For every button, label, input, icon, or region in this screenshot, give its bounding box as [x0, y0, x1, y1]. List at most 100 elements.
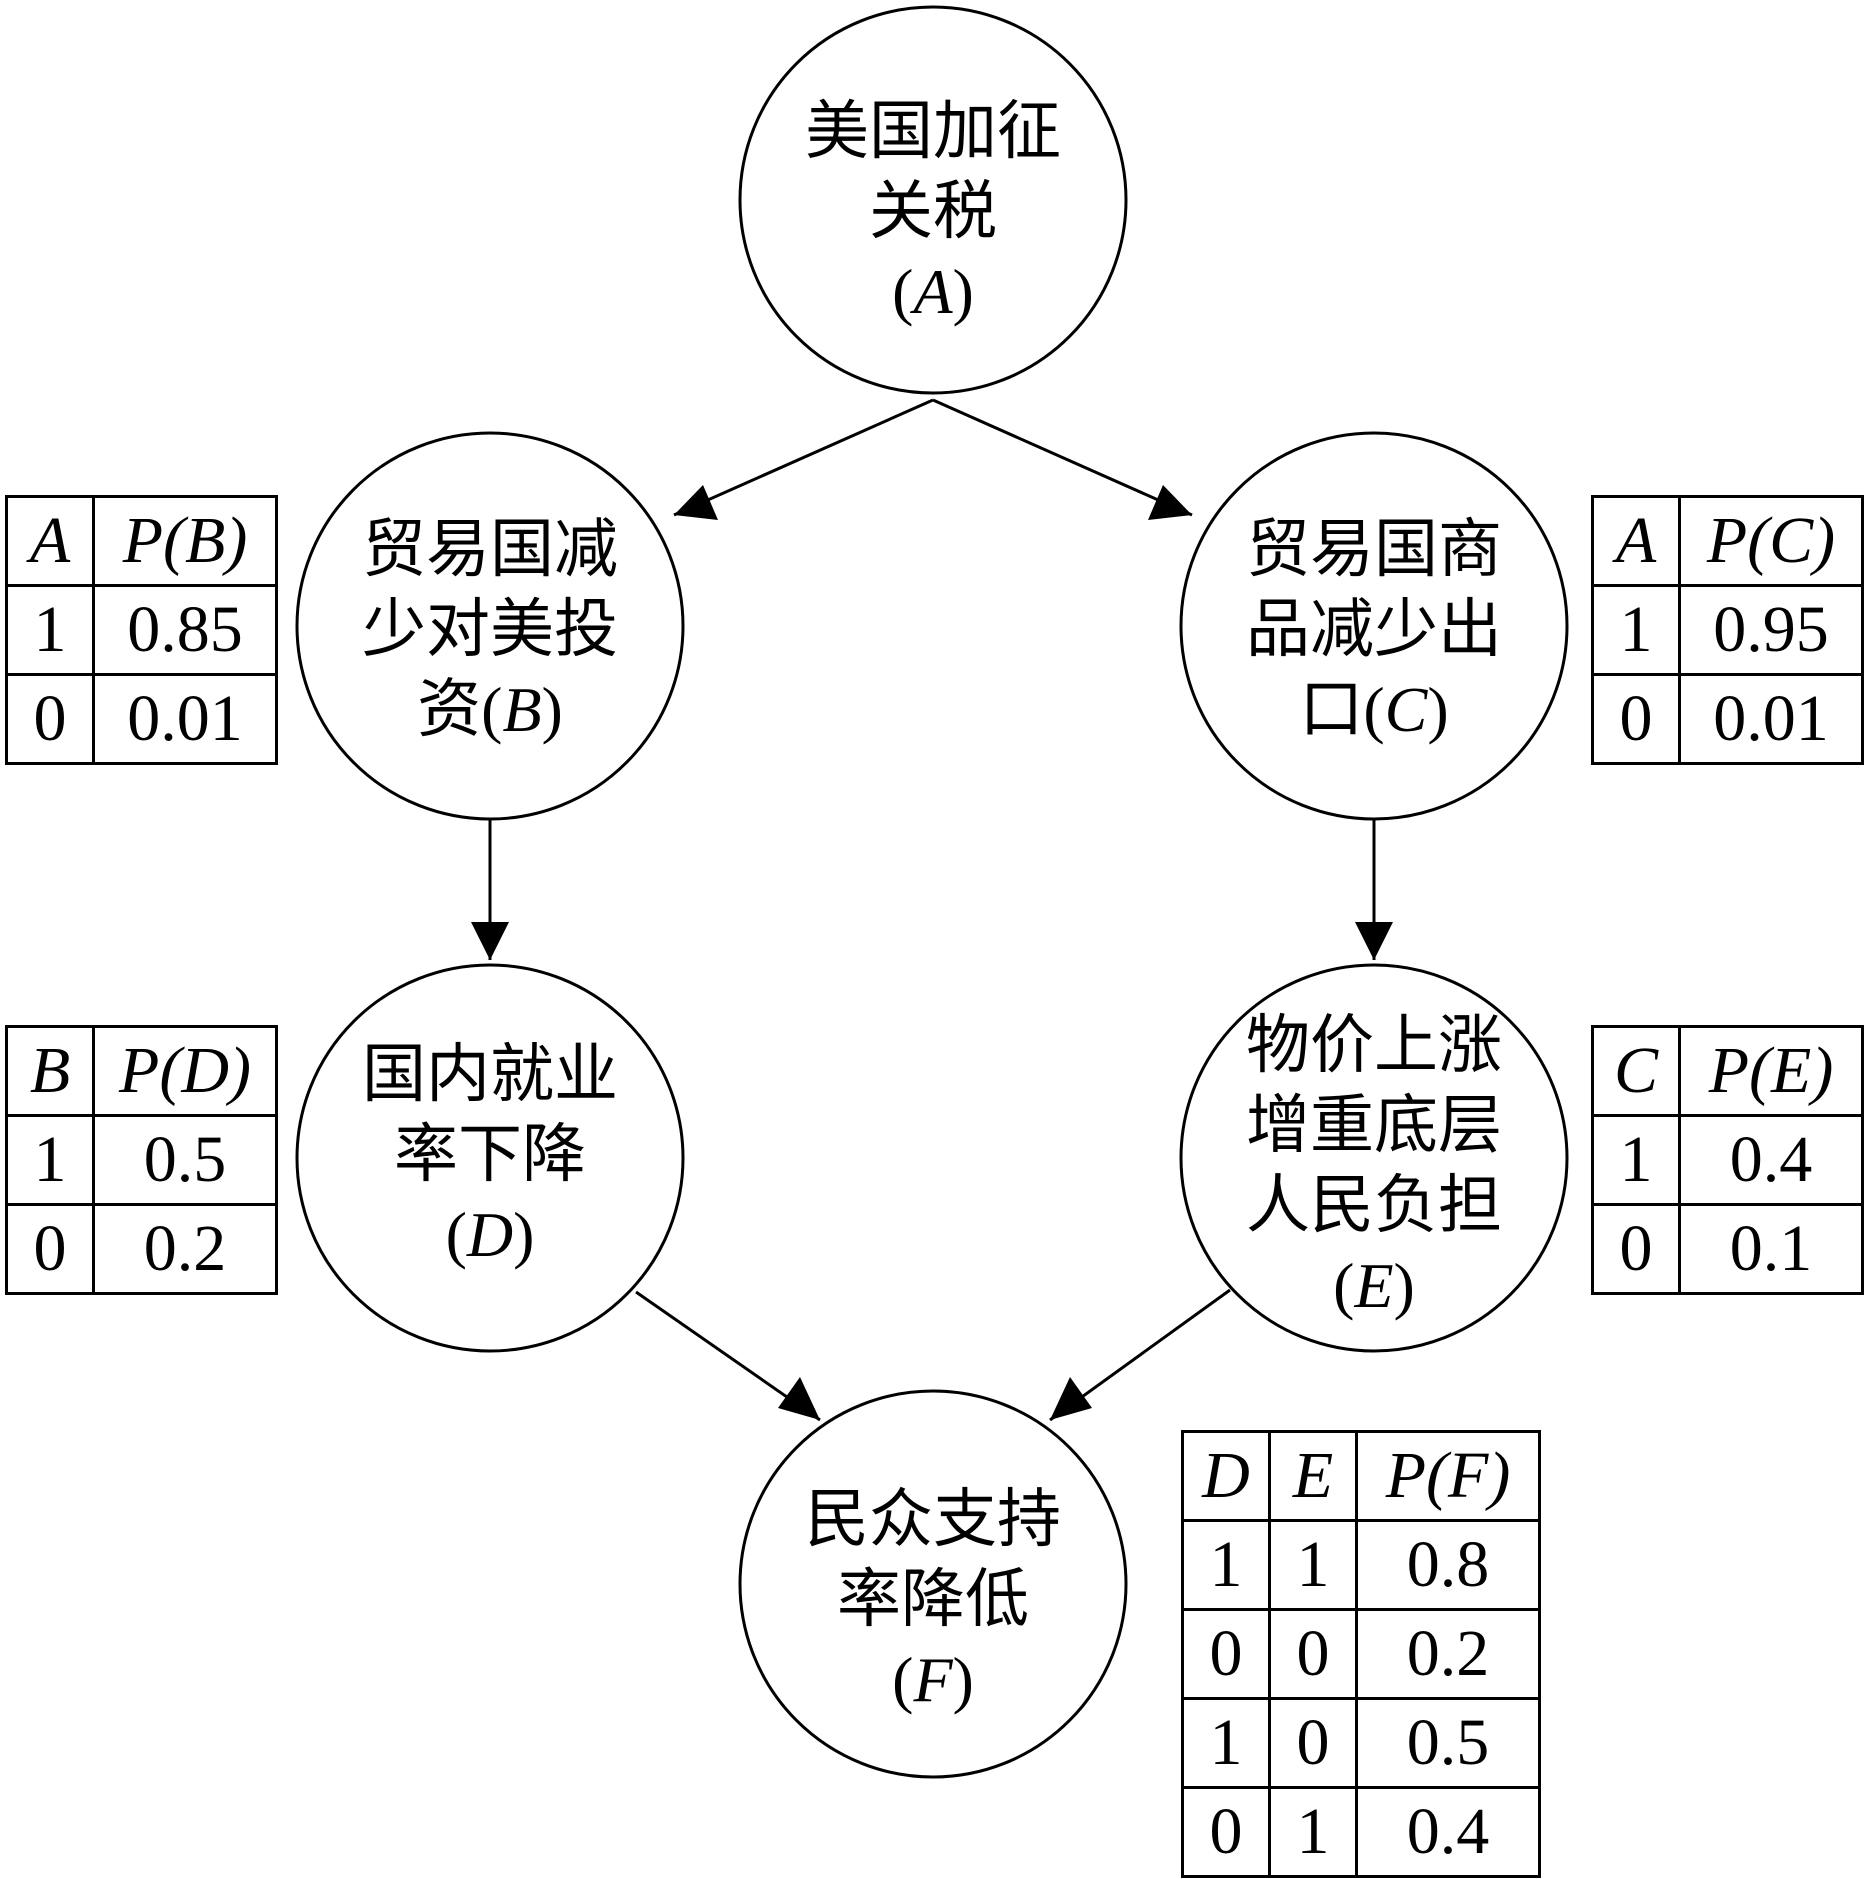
cpt-header-cell: D: [1181, 1430, 1271, 1522]
node-b-line2: 少对美投: [362, 593, 618, 667]
cpt-header-cell: P(F): [1355, 1430, 1541, 1522]
node-f-var: (F): [892, 1644, 974, 1715]
cpt-header-cell: P(C): [1678, 495, 1864, 587]
cpt-cell: 0.2: [1355, 1608, 1541, 1700]
cpt-cell: 0.5: [92, 1114, 278, 1206]
node-f-line2: 率降低: [837, 1563, 1029, 1637]
node-b-circle: [295, 431, 685, 821]
node-c-label: 贸易国商 品减少出 口(C): [1246, 510, 1502, 750]
cpt-header-row: A P(B): [5, 495, 278, 587]
cpt-cell: 0.5: [1355, 1697, 1541, 1789]
cpt-row: 0 0.1: [1591, 1203, 1864, 1295]
arrowhead-d-f: [778, 1377, 820, 1420]
node-b-line1: 贸易国减: [362, 513, 618, 587]
node-a-line2: 关税: [869, 175, 997, 249]
cpt-header-cell: C: [1591, 1025, 1681, 1117]
cpt-row: 0 0.01: [5, 673, 278, 765]
node-d-circle: [295, 963, 685, 1353]
cpt-row: 1 1 0.8: [1181, 1519, 1541, 1611]
arrowhead-c-e: [1355, 922, 1393, 960]
cpt-row: 0 0.2: [5, 1203, 278, 1295]
cpt-cell: 0: [5, 673, 95, 765]
cpt-header-row: D E P(F): [1181, 1430, 1541, 1522]
node-c-line2: 品减少出: [1246, 593, 1502, 667]
cpt-table-f: D E P(F) 1 1 0.8 0 0 0.2 1 0 0.5 0 1 0.4: [1181, 1430, 1541, 1878]
node-f-circle: [738, 1389, 1128, 1779]
arrowhead-b-d: [471, 922, 509, 960]
cpt-cell: 0: [1268, 1608, 1358, 1700]
node-e-line1: 物价上涨: [1246, 1009, 1502, 1083]
node-a-line1: 美国加征: [805, 95, 1061, 169]
cpt-cell: 0: [1591, 1203, 1681, 1295]
cpt-table-e: C P(E) 1 0.4 0 0.1: [1591, 1025, 1864, 1295]
cpt-cell: 1: [1591, 584, 1681, 676]
cpt-header-row: C P(E): [1591, 1025, 1864, 1117]
cpt-cell: 0.4: [1678, 1114, 1864, 1206]
node-f-line1: 民众支持: [805, 1483, 1061, 1557]
node-c-line1: 贸易国商: [1246, 513, 1502, 587]
cpt-cell: 0.8: [1355, 1519, 1541, 1611]
cpt-cell: 1: [1181, 1697, 1271, 1789]
node-d-line1: 国内就业: [362, 1038, 618, 1112]
cpt-row: 1 0.4: [1591, 1114, 1864, 1206]
cpt-cell: 0.1: [1678, 1203, 1864, 1295]
node-b-label: 贸易国减 少对美投 资(B): [362, 510, 618, 750]
cpt-row: 0 0.01: [1591, 673, 1864, 765]
cpt-cell: 1: [1268, 1786, 1358, 1878]
cpt-cell: 0: [1591, 673, 1681, 765]
node-b-line3: 资(B): [417, 673, 563, 747]
node-e-var: (E): [1333, 1250, 1415, 1321]
arrowhead-e-f: [1050, 1377, 1092, 1420]
cpt-cell: 0: [1268, 1697, 1358, 1789]
cpt-header-cell: B: [5, 1025, 95, 1117]
cpt-header-cell: P(B): [92, 495, 278, 587]
cpt-row: 0 0 0.2: [1181, 1608, 1541, 1700]
node-d-var: (D): [445, 1199, 535, 1270]
cpt-cell: 0: [1181, 1608, 1271, 1700]
cpt-cell: 0.01: [92, 673, 278, 765]
arrowhead-a-b: [674, 485, 718, 520]
node-e-line2: 增重底层: [1246, 1089, 1502, 1163]
cpt-cell: 0.01: [1678, 673, 1864, 765]
cpt-cell: 1: [5, 1114, 95, 1206]
cpt-row: 1 0.85: [5, 584, 278, 676]
cpt-row: 1 0.95: [1591, 584, 1864, 676]
cpt-cell: 0: [1181, 1786, 1271, 1878]
node-a-label: 美国加征 关税 (A): [805, 92, 1061, 332]
cpt-header-cell: E: [1268, 1430, 1358, 1522]
cpt-table-c: A P(C) 1 0.95 0 0.01: [1591, 495, 1864, 765]
cpt-cell: 0.2: [92, 1203, 278, 1295]
node-c-circle: [1179, 431, 1569, 821]
cpt-header-row: A P(C): [1591, 495, 1864, 587]
cpt-cell: 0.95: [1678, 584, 1864, 676]
cpt-header-cell: A: [5, 495, 95, 587]
cpt-row: 1 0 0.5: [1181, 1697, 1541, 1789]
node-d-line2: 率下降: [394, 1118, 586, 1192]
cpt-cell: 0: [5, 1203, 95, 1295]
cpt-cell: 0.85: [92, 584, 278, 676]
node-c-line3: 口(C): [1299, 673, 1449, 747]
edge-a-b: [673, 398, 934, 517]
node-d-label: 国内就业 率下降 (D): [362, 1035, 618, 1275]
cpt-header-cell: P(D): [92, 1025, 278, 1117]
cpt-row: 0 1 0.4: [1181, 1786, 1541, 1878]
cpt-cell: 1: [5, 584, 95, 676]
node-e-line3: 人民负担: [1246, 1169, 1502, 1243]
cpt-header-cell: A: [1591, 495, 1681, 587]
node-f-label: 民众支持 率降低 (F): [805, 1480, 1061, 1720]
node-e-circle: [1179, 963, 1569, 1353]
node-a-var: (A): [892, 256, 974, 327]
arrowhead-a-c: [1148, 485, 1192, 520]
cpt-cell: 0.4: [1355, 1786, 1541, 1878]
cpt-cell: 1: [1268, 1519, 1358, 1611]
cpt-cell: 1: [1591, 1114, 1681, 1206]
cpt-table-b: A P(B) 1 0.85 0 0.01: [5, 495, 278, 765]
cpt-header-cell: P(E): [1678, 1025, 1864, 1117]
edge-a-c: [932, 398, 1193, 517]
cpt-row: 1 0.5: [5, 1114, 278, 1206]
node-e-label: 物价上涨 增重底层 人民负担 (E): [1246, 1006, 1502, 1326]
cpt-header-row: B P(D): [5, 1025, 278, 1117]
cpt-cell: 1: [1181, 1519, 1271, 1611]
node-a-circle: [738, 5, 1128, 395]
